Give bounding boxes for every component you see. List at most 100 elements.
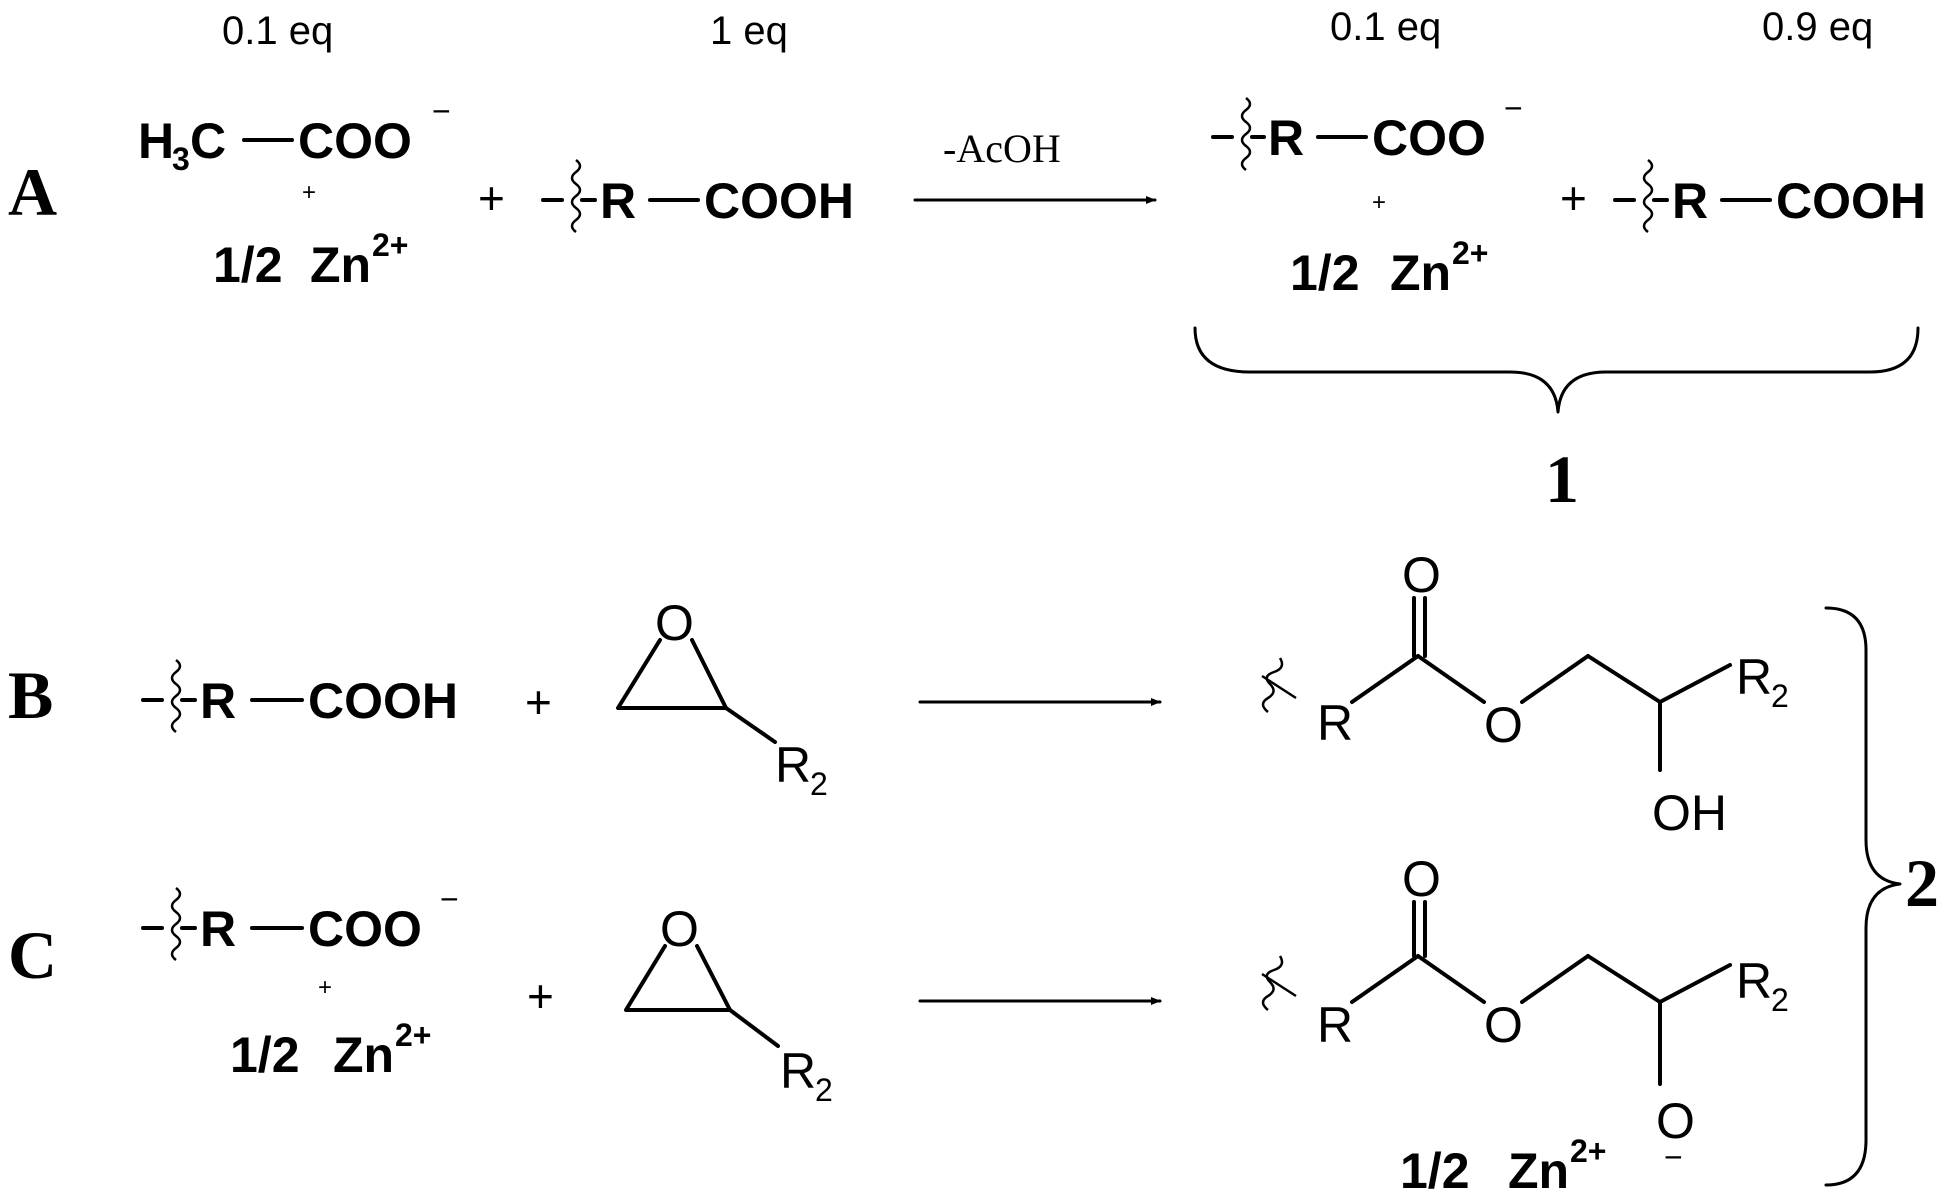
zinc-symbol: Zn xyxy=(1390,245,1451,301)
bond-line xyxy=(1658,963,1732,1004)
epoxide-r: R xyxy=(775,737,811,793)
wavy-bond-icon xyxy=(1642,158,1654,234)
product-r2-subscript: 2 xyxy=(1771,982,1789,1018)
product-r2: R xyxy=(1736,649,1772,705)
product-group-label-2: 2 xyxy=(1905,845,1939,921)
zinc-half: 1/2 xyxy=(213,237,283,293)
product-carbonyl-o: O xyxy=(1402,547,1441,603)
polymer-acid-product: R COOH xyxy=(1613,158,1926,234)
zinc-carboxylate-reactant: R COO − + 1/2 Zn 2+ xyxy=(141,881,459,1083)
bond-line xyxy=(1586,954,1662,1004)
epoxide-ring xyxy=(616,638,728,710)
eq-label-acetate: 0.1 eq xyxy=(222,9,333,53)
zinc-half: 1/2 xyxy=(1290,245,1360,301)
small-plus-sign: + xyxy=(318,974,332,1001)
epoxide-ring xyxy=(624,944,732,1012)
arrow-label: -AcOH xyxy=(943,126,1061,171)
bond-line xyxy=(728,1008,780,1048)
product-r2: R xyxy=(1736,953,1772,1009)
acid-r: R xyxy=(600,173,636,229)
product-brace-bc xyxy=(1824,606,1902,1187)
bond-line xyxy=(1520,954,1590,1004)
eq-label-acid: 1 eq xyxy=(710,9,788,53)
acetate-charge: − xyxy=(432,93,451,129)
zinc-charge: 2+ xyxy=(1452,235,1488,271)
acid-r: R xyxy=(200,673,236,729)
product-zinc-charge: 2+ xyxy=(1570,1133,1606,1169)
wavy-bond-icon xyxy=(170,658,182,734)
acid-cooh: COOH xyxy=(704,173,854,229)
epoxide-oxygen: O xyxy=(660,901,699,957)
epoxide-r-subscript: 2 xyxy=(810,766,828,802)
carboxylate-coo: COO xyxy=(308,901,422,957)
product-oh: OH xyxy=(1652,785,1727,841)
zinc-charge: 2+ xyxy=(372,227,408,263)
acetate-h: H xyxy=(138,113,174,169)
product-brace xyxy=(1193,326,1920,414)
product-zinc-half: 1/2 xyxy=(1400,1143,1470,1197)
wavy-bond-icon xyxy=(1261,955,1284,1011)
zinc-acetate: H 3 C COO − + 1/2 Zn 2+ xyxy=(138,93,451,293)
epoxide-r-subscript: 2 xyxy=(815,1072,833,1108)
acid-cooh: COOH xyxy=(308,673,458,729)
bond-line xyxy=(1416,654,1486,704)
small-plus-sign: + xyxy=(302,179,316,206)
plus-sign: + xyxy=(1560,172,1587,224)
product-acid-r: R xyxy=(1672,173,1708,229)
zinc-carboxylate-product: R COO − + 1/2 Zn 2+ xyxy=(1211,90,1523,301)
hydroxy-ester-product: R O O R 2 OH xyxy=(1261,547,1789,841)
product-r2-subscript: 2 xyxy=(1771,678,1789,714)
zinc-half: 1/2 xyxy=(230,1027,300,1083)
product-r: R xyxy=(1317,695,1353,751)
epoxide-oxygen: O xyxy=(655,595,694,651)
zinc-symbol: Zn xyxy=(333,1027,394,1083)
wavy-bond-icon xyxy=(1240,96,1252,172)
product-alkoxide-o: O xyxy=(1656,1093,1695,1149)
product-r: R xyxy=(1317,997,1353,1053)
zinc-charge: 2+ xyxy=(395,1017,431,1053)
product-coo: COO xyxy=(1372,110,1486,166)
zinc-alkoxide-ester-product: R O O R 2 O − 1/2 Zn 2+ xyxy=(1261,851,1789,1197)
product-alkoxide-charge: − xyxy=(1664,1139,1683,1175)
product-ester-o: O xyxy=(1484,697,1523,753)
bond-line xyxy=(1586,654,1662,704)
carboxylate-charge: − xyxy=(440,881,459,917)
epoxide-reactant: O R 2 xyxy=(616,595,828,802)
product-zinc-symbol: Zn xyxy=(1508,1143,1569,1197)
row-label-a: A xyxy=(8,154,57,230)
bond-line xyxy=(1658,663,1732,704)
polymer-acid-reactant: R COOH xyxy=(141,658,458,734)
row-label-b: B xyxy=(8,657,53,733)
wavy-bond-icon xyxy=(1261,657,1284,713)
plus-sign: + xyxy=(478,172,505,224)
wavy-bond-icon xyxy=(570,158,582,234)
acetate-coo: COO xyxy=(298,113,412,169)
polymer-acid-reactant: R COOH xyxy=(541,158,854,234)
bond-line xyxy=(1520,654,1590,704)
plus-sign: + xyxy=(525,676,552,728)
eq-label-carboxylate-product: 0.1 eq xyxy=(1330,5,1441,49)
product-carbonyl-o: O xyxy=(1402,851,1441,907)
acetate-c: C xyxy=(190,113,226,169)
acetate-h-subscript: 3 xyxy=(172,141,190,177)
row-b: B R COOH + O R 2 R O O xyxy=(8,547,1789,841)
product-r: R xyxy=(1268,110,1304,166)
row-a: A 0.1 eq 1 eq 0.1 eq 0.9 eq H 3 C COO − … xyxy=(8,5,1926,517)
bond-line xyxy=(1350,954,1420,1004)
bond-line xyxy=(724,706,777,744)
plus-sign: + xyxy=(527,970,554,1022)
zinc-symbol: Zn xyxy=(310,237,371,293)
row-c: C R COO − + 1/2 Zn 2+ + O R 2 R xyxy=(8,851,1789,1197)
bond-line xyxy=(1350,654,1420,704)
row-label-c: C xyxy=(8,917,57,993)
small-plus-sign: + xyxy=(1372,189,1386,216)
epoxide-r: R xyxy=(780,1043,816,1099)
product-charge: − xyxy=(1504,90,1523,126)
carboxylate-r: R xyxy=(200,901,236,957)
product-group-label-1: 1 xyxy=(1545,441,1579,517)
eq-label-acid-product: 0.9 eq xyxy=(1762,5,1873,49)
product-acid-cooh: COOH xyxy=(1776,173,1926,229)
epoxide-reactant: O R 2 xyxy=(624,901,833,1108)
product-ester-o: O xyxy=(1484,997,1523,1053)
